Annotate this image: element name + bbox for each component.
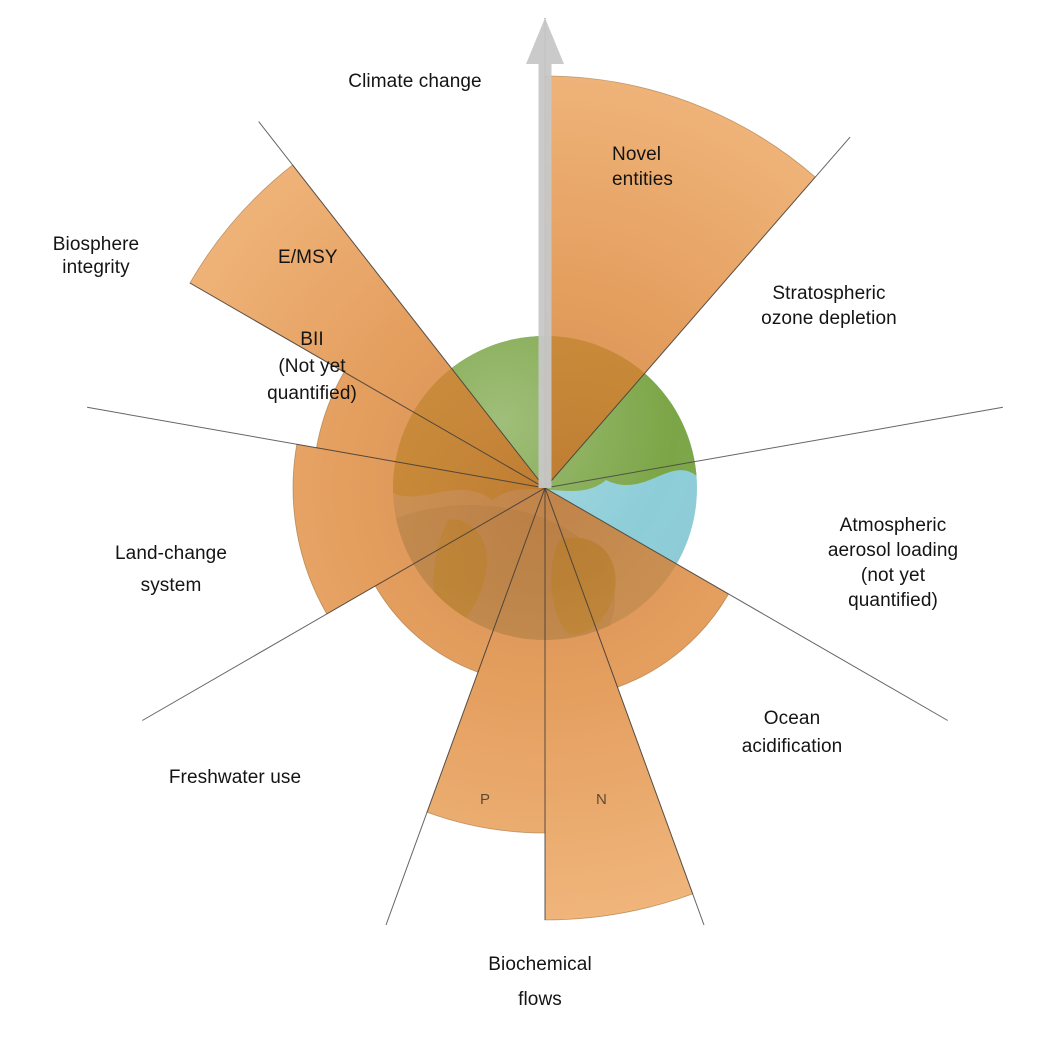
label-phosphorus: P	[480, 791, 491, 808]
sector-divider-line	[544, 487, 705, 926]
wedge-land-change-system	[292, 443, 547, 615]
label-emsy: E/MSY	[278, 247, 338, 268]
climate-pressure-arrow	[526, 18, 564, 488]
sector-divider-line	[385, 487, 546, 926]
wedge-ocean-acidification	[544, 487, 730, 688]
label-climate-change: Climate change	[348, 71, 482, 92]
sector-divider-line	[142, 487, 546, 721]
label-freshwater-use: Freshwater use	[168, 767, 302, 788]
label-novel-entities: Novel entities	[612, 144, 674, 190]
sector-divider-line	[189, 282, 546, 489]
boundary-wedges	[189, 75, 816, 921]
wedge-biosphere-integrity-emsy	[189, 164, 546, 489]
sector-divider-line	[544, 406, 1003, 489]
arrow-layer	[526, 18, 564, 488]
label-stratospheric-ozone: Stratospheric ozone depletion	[761, 283, 897, 329]
wedge-novel-entities	[544, 75, 816, 490]
label-land-change-system: Land-change system	[114, 543, 228, 596]
sector-divider-line	[544, 136, 851, 489]
wedge-freshwater-use	[374, 487, 546, 673]
wedge-biochemical-flows-n	[544, 487, 694, 921]
sector-divider-line	[258, 121, 546, 489]
label-bii-not-quantified: BII (Not yet quantified)	[267, 329, 357, 404]
label-atmospheric-aerosol-loading: Atmospheric aerosol loading (not yet qua…	[827, 515, 959, 611]
sector-divider-line	[544, 487, 948, 721]
label-biosphere-integrity: Biosphere integrity	[52, 234, 140, 278]
label-ocean-acidification: Ocean acidification	[741, 708, 843, 757]
label-biochemical-flows: Biochemical flows	[488, 954, 592, 1010]
label-nitrogen: N	[596, 791, 607, 808]
sector-divider-line	[87, 406, 546, 489]
